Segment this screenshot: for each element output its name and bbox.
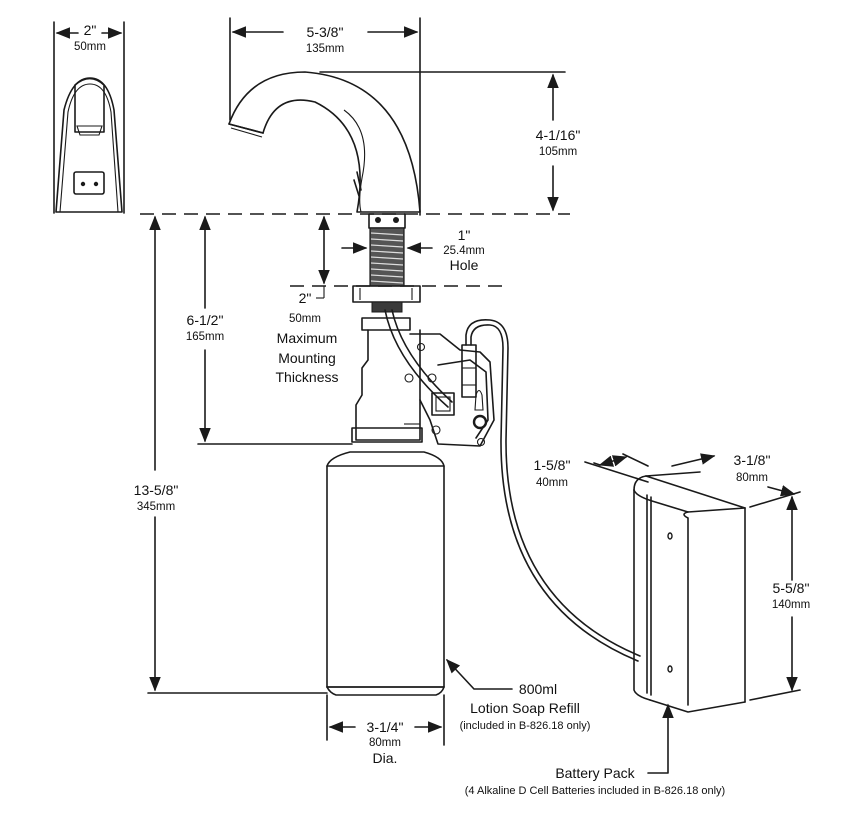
thickness-metric: 50mm <box>289 313 321 325</box>
soap-bottle <box>326 451 445 746</box>
spout-reach-metric: 135mm <box>306 43 344 55</box>
thickness-label-1: Maximum <box>277 330 338 346</box>
hole-label: Hole <box>450 257 479 273</box>
faucet-spout <box>228 71 421 213</box>
refill-volume: 800ml <box>519 681 557 697</box>
pump-mechanism <box>351 285 495 447</box>
battery-depth-imperial: 1-5/8" <box>534 457 571 473</box>
battery-width-metric: 80mm <box>736 472 768 484</box>
refill-name: Lotion Soap Refill <box>470 700 580 716</box>
battery-width-imperial: 3-1/8" <box>734 452 771 468</box>
spout-height-imperial: 4-1/16" <box>536 127 581 143</box>
under-deck-metric: 165mm <box>186 331 224 343</box>
thickness-imperial: 2" <box>299 290 312 306</box>
hole-metric: 25.4mm <box>443 245 485 257</box>
battery-name: Battery Pack <box>555 765 635 781</box>
battery-height-imperial: 5-5/8" <box>773 580 810 596</box>
battery-height-metric: 140mm <box>772 599 810 611</box>
battery-depth-metric: 40mm <box>536 477 568 489</box>
side-view <box>53 21 125 214</box>
side-width-imperial: 2" <box>84 22 97 38</box>
side-width-metric: 50mm <box>74 41 106 53</box>
spout-height-metric: 105mm <box>539 146 577 158</box>
sensor-cable <box>465 318 641 657</box>
threaded-shank <box>368 213 406 287</box>
battery-pack <box>633 471 746 713</box>
bottle-dia-imperial: 3-1/4" <box>367 719 404 735</box>
total-depth-metric: 345mm <box>137 501 175 513</box>
battery-note: (4 Alkaline D Cell Batteries included in… <box>465 785 725 797</box>
under-deck-imperial: 6-1/2" <box>187 312 224 328</box>
bottle-dia-metric: 80mm <box>369 737 401 749</box>
refill-note: (included in B-826.18 only) <box>460 720 591 732</box>
thickness-label-3: Thickness <box>275 369 338 385</box>
bottle-dia-label: Dia. <box>373 750 398 766</box>
hole-imperial: 1" <box>458 227 471 243</box>
spout-reach-imperial: 5-3/8" <box>307 24 344 40</box>
total-depth-imperial: 13-5/8" <box>134 482 179 498</box>
thickness-label-2: Mounting <box>278 350 336 366</box>
